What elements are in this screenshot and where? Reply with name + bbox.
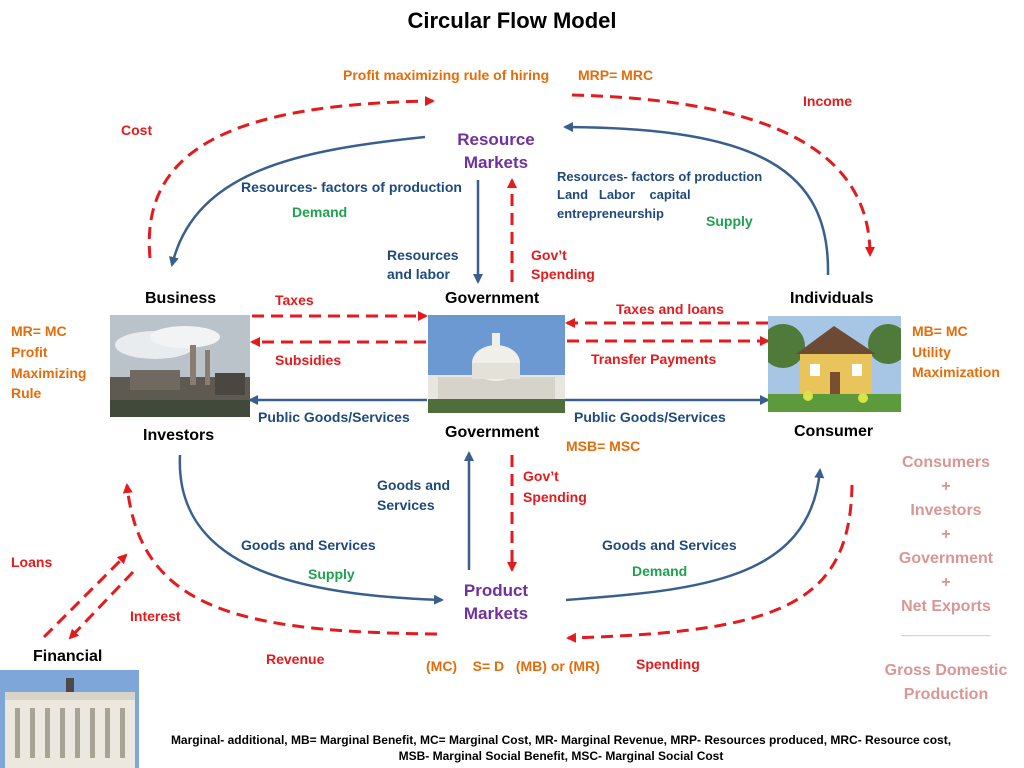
gdp-line2: Production [903, 686, 989, 703]
resources-labor-line2: and labor [387, 266, 451, 282]
income-label: Income [803, 93, 853, 109]
gdp-divider: __________ [901, 621, 991, 638]
taxes-label: Taxes [275, 292, 314, 308]
mb-mc-line2: Utility [912, 344, 951, 360]
gdp-investors: Investors [910, 502, 982, 519]
subsidies-label: Subsidies [275, 352, 342, 368]
investors-label: Investors [143, 427, 215, 444]
footnote-line1: Marginal- additional, MB= Marginal Benef… [170, 733, 952, 747]
resources-factors-right-line2: Land Labor capital [557, 187, 691, 202]
consumer-label: Consumer [794, 423, 874, 440]
federal-reserve-image [0, 670, 139, 768]
arrow-resources-to-business [169, 135, 426, 267]
demand-top-label: Demand [292, 204, 348, 220]
business-label: Business [145, 290, 217, 307]
arrow-income [571, 93, 875, 257]
mrp-mrc-label: MRP= MRC [578, 67, 654, 83]
equality-label: (MC) S= D (MB) or (MR) [426, 658, 600, 674]
goods-services-mid-line2: Services [377, 497, 435, 513]
arrow-cost [147, 96, 435, 259]
gdp-line1: Gross Domestic [884, 662, 1008, 679]
gdp-formula: Consumers + Investors + Government + Net… [876, 451, 1016, 707]
mr-mc-line2: Profit [11, 344, 48, 360]
mb-mc-line1: MB= MC [912, 323, 968, 339]
government-top-label: Government [445, 290, 540, 307]
arrow-loans [42, 553, 128, 639]
taxes-loans-label: Taxes and loans [616, 301, 724, 317]
public-goods-left-label: Public Goods/Services [258, 409, 410, 425]
resource-markets-label: Resource Markets [457, 130, 535, 172]
factory-image [110, 315, 250, 417]
demand-bottom-label: Demand [632, 563, 688, 579]
gov-spending-bottom-line2: Spending [523, 489, 587, 505]
gdp-plus-2: + [941, 526, 951, 543]
msb-msc-label: MSB= MSC [566, 438, 641, 454]
public-goods-right-label: Public Goods/Services [574, 409, 726, 425]
arrow-individuals-to-resource-markets [563, 122, 830, 276]
mr-mc-line3: Maximizing [11, 365, 87, 381]
resources-labor-line1: Resources [387, 247, 459, 263]
footnote-line2: MSB- Marginal Social Benefit, MSC- Margi… [398, 749, 724, 763]
transfer-payments-label: Transfer Payments [591, 351, 717, 367]
mr-mc-line1: MR= MC [11, 323, 67, 339]
gdp-consumers: Consumers [901, 454, 991, 471]
individuals-label: Individuals [790, 290, 874, 307]
arrow-interest [68, 570, 135, 640]
gov-spending-top-line1: Gov’t [531, 247, 567, 263]
house-image [768, 316, 901, 412]
gdp-plus-3: + [941, 574, 951, 591]
supply-bottom-label: Supply [308, 566, 355, 582]
resources-factors-right-line1: Resources- factors of production [557, 169, 763, 184]
gov-spending-bottom-line1: Gov’t [523, 468, 559, 484]
arrow-investors-to-product [178, 454, 444, 605]
hiring-rule-label: Profit maximizing rule of hiring [343, 67, 550, 83]
mb-mc-line3: Maximization [912, 364, 1000, 380]
financial-label: Financial [33, 648, 103, 665]
arrow-spending [566, 484, 854, 643]
resources-factors-left-label: Resources- factors of production [241, 179, 462, 195]
spending-label: Spending [636, 656, 700, 672]
gdp-plus-1: + [941, 478, 951, 495]
page-title: Circular Flow Model [407, 8, 617, 33]
mr-mc-line4: Rule [11, 385, 42, 401]
resources-factors-right-line3: entrepreneurship [557, 206, 664, 221]
revenue-label: Revenue [266, 651, 325, 667]
goods-services-right-label: Goods and Services [602, 537, 737, 553]
interest-label: Interest [130, 608, 181, 624]
gov-spending-top-line2: Spending [531, 266, 595, 282]
government-bottom-label: Government [445, 424, 540, 441]
supply-top-label: Supply [706, 213, 753, 229]
cost-label: Cost [121, 122, 153, 138]
product-markets-label: Product Markets [463, 581, 529, 623]
arrow-product-to-consumer [565, 468, 825, 602]
gdp-net-exports: Net Exports [901, 598, 991, 615]
capitol-image [428, 315, 565, 413]
gdp-government: Government [898, 550, 994, 567]
goods-services-left-label: Goods and Services [241, 537, 376, 553]
goods-services-mid-line1: Goods and [377, 477, 451, 493]
loans-label: Loans [11, 554, 53, 570]
